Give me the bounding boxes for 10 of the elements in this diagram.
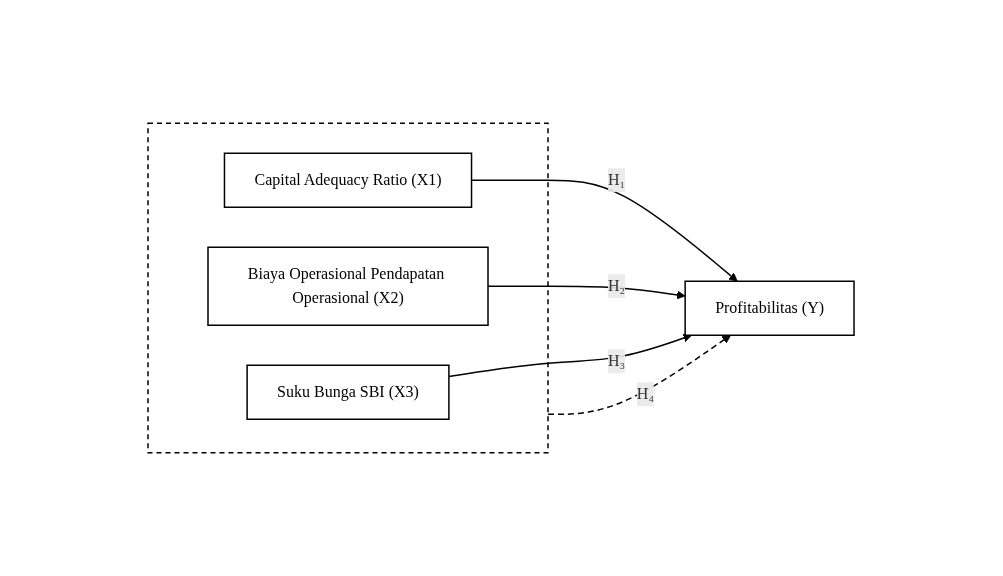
node-box: Capital Adequacy Ratio (X1): [224, 152, 473, 208]
edge-label: H₃: [608, 352, 626, 370]
node-box: Suku Bunga SBI (X3): [246, 364, 451, 420]
edge-label: H₄: [637, 385, 655, 403]
node-box: Biaya Operasional Pendapatan Operasional (X2): [207, 246, 490, 326]
cluster: [147, 122, 550, 454]
edge-label: H₁: [608, 171, 626, 189]
arrow: [547, 334, 732, 415]
edge-label: H₂: [608, 277, 626, 295]
node-box: Profitabilitas (Y): [684, 280, 856, 336]
